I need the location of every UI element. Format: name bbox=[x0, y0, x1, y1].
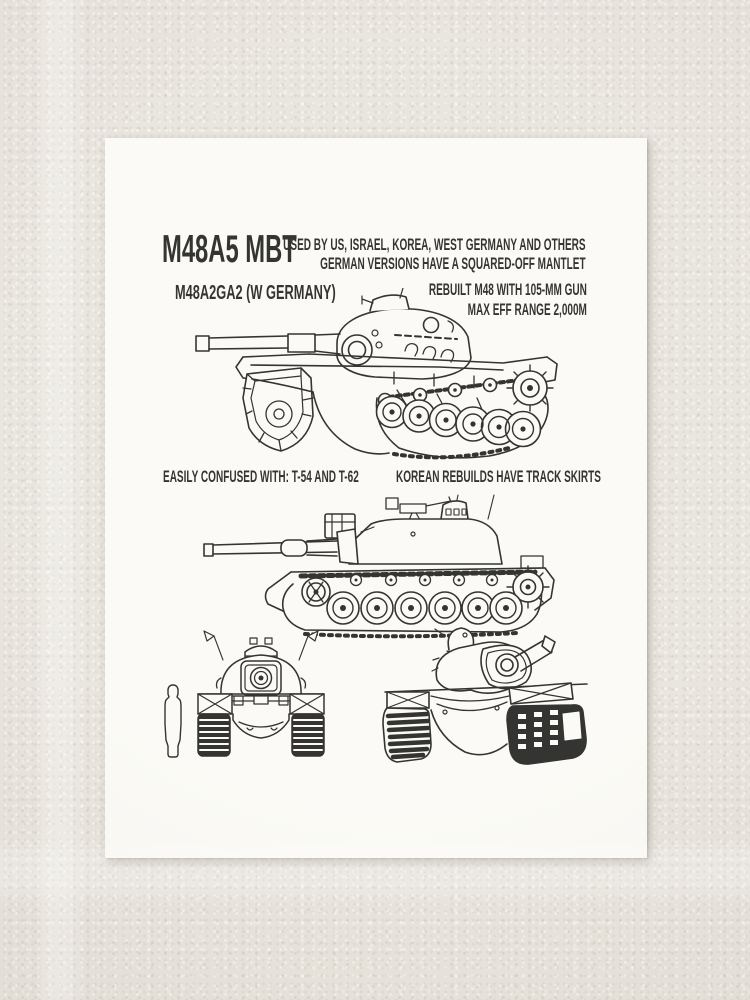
art-print: M48A5 MBT USED BY US, ISRAEL, KOREA, WES… bbox=[105, 138, 647, 858]
header-note-line2: GERMAN VERSIONS HAVE A SQUARED-OFF MANTL… bbox=[320, 254, 586, 273]
tank-three-quarter-front-drawing bbox=[379, 624, 595, 772]
caption-korean-rebuilds: KOREAN REBUILDS HAVE TRACK SKIRTS bbox=[396, 467, 601, 486]
poster-title: M48A5 MBT bbox=[162, 228, 297, 271]
tank-side-profile-drawing bbox=[201, 492, 563, 644]
tank-front-view-icon bbox=[197, 630, 325, 757]
human-scale-figure bbox=[162, 684, 184, 758]
tank-side-profile-icon bbox=[203, 494, 555, 639]
header-note: USED BY US, ISRAEL, KOREA, WEST GERMANY … bbox=[284, 235, 586, 273]
variant-label: M48A2GA2 (W GERMANY) bbox=[175, 282, 336, 304]
tank-three-quarter-view-icon bbox=[195, 288, 558, 460]
gun-note: REBUILT M48 WITH 105-MM GUN MAX EFF RANG… bbox=[429, 280, 587, 320]
caption-confused-with: EASILY CONFUSED WITH: T-54 AND T-62 bbox=[163, 467, 359, 486]
gun-note-line1: REBUILT M48 WITH 105-MM GUN bbox=[428, 280, 587, 299]
tank-three-quarter-view-drawing bbox=[189, 288, 589, 460]
tank-front-view-drawing bbox=[185, 630, 337, 762]
tank-three-quarter-front-icon bbox=[382, 627, 588, 765]
gun-note-line2: MAX EFF RANGE 2,000M bbox=[467, 300, 587, 319]
human-silhouette-icon bbox=[164, 684, 182, 758]
header-note-line1: USED BY US, ISRAEL, KOREA, WEST GERMANY … bbox=[283, 235, 586, 254]
